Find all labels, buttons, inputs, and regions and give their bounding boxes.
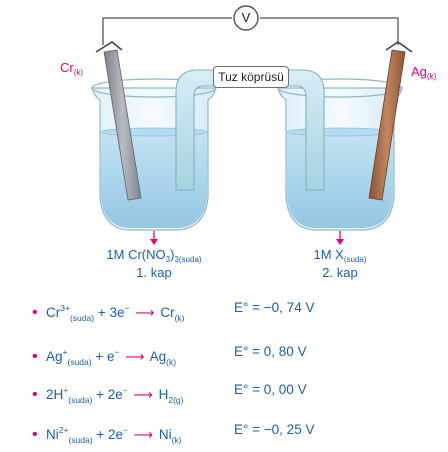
reaction-row: •Ni2+(suda) + 2e− ⟶ Ni(k) E° = −0, 25 V [32,418,314,445]
cr-electrode [95,41,142,201]
ag-electrode-label: Ag(k) [411,64,437,81]
beaker-right-solution: 1M X(suda) [313,247,367,264]
wire-left [102,17,232,45]
cr-electrode-label: Cr(k) [60,60,84,77]
wire-right [260,17,399,45]
reaction-potential: E° = 0, 00 V [234,382,307,397]
reaction-row: •2H+(suda) + 2e− ⟶ H2(g) E° = 0, 00 V [32,378,307,405]
beaker-left-name: 1. kap [136,265,172,280]
voltmeter [233,5,259,31]
voltmeter-label: V [241,10,251,25]
reaction-row: •Cr3+(suda) + 3e− ⟶ Cr(k) E° = −0, 74 V [32,296,314,323]
arrow-right [336,239,344,245]
reaction-potential: E° = −0, 74 V [234,300,315,315]
beaker-left-solution: 1M Cr(NO3)3(suda) [106,247,202,264]
beaker-left [91,78,217,231]
reaction-potential: E° = −0, 25 V [234,422,315,437]
reaction-row: •Ag+(suda) + e− ⟶ Ag(k) E° = 0, 80 V [32,340,307,367]
reaction-potential: E° = 0, 80 V [234,344,307,359]
salt-bridge-label: Tuz köprüsü [213,66,289,88]
salt-bridge [175,69,325,191]
beaker-right-name: 2. kap [322,265,358,280]
arrow-left [150,239,158,245]
ag-electrode [368,41,413,201]
